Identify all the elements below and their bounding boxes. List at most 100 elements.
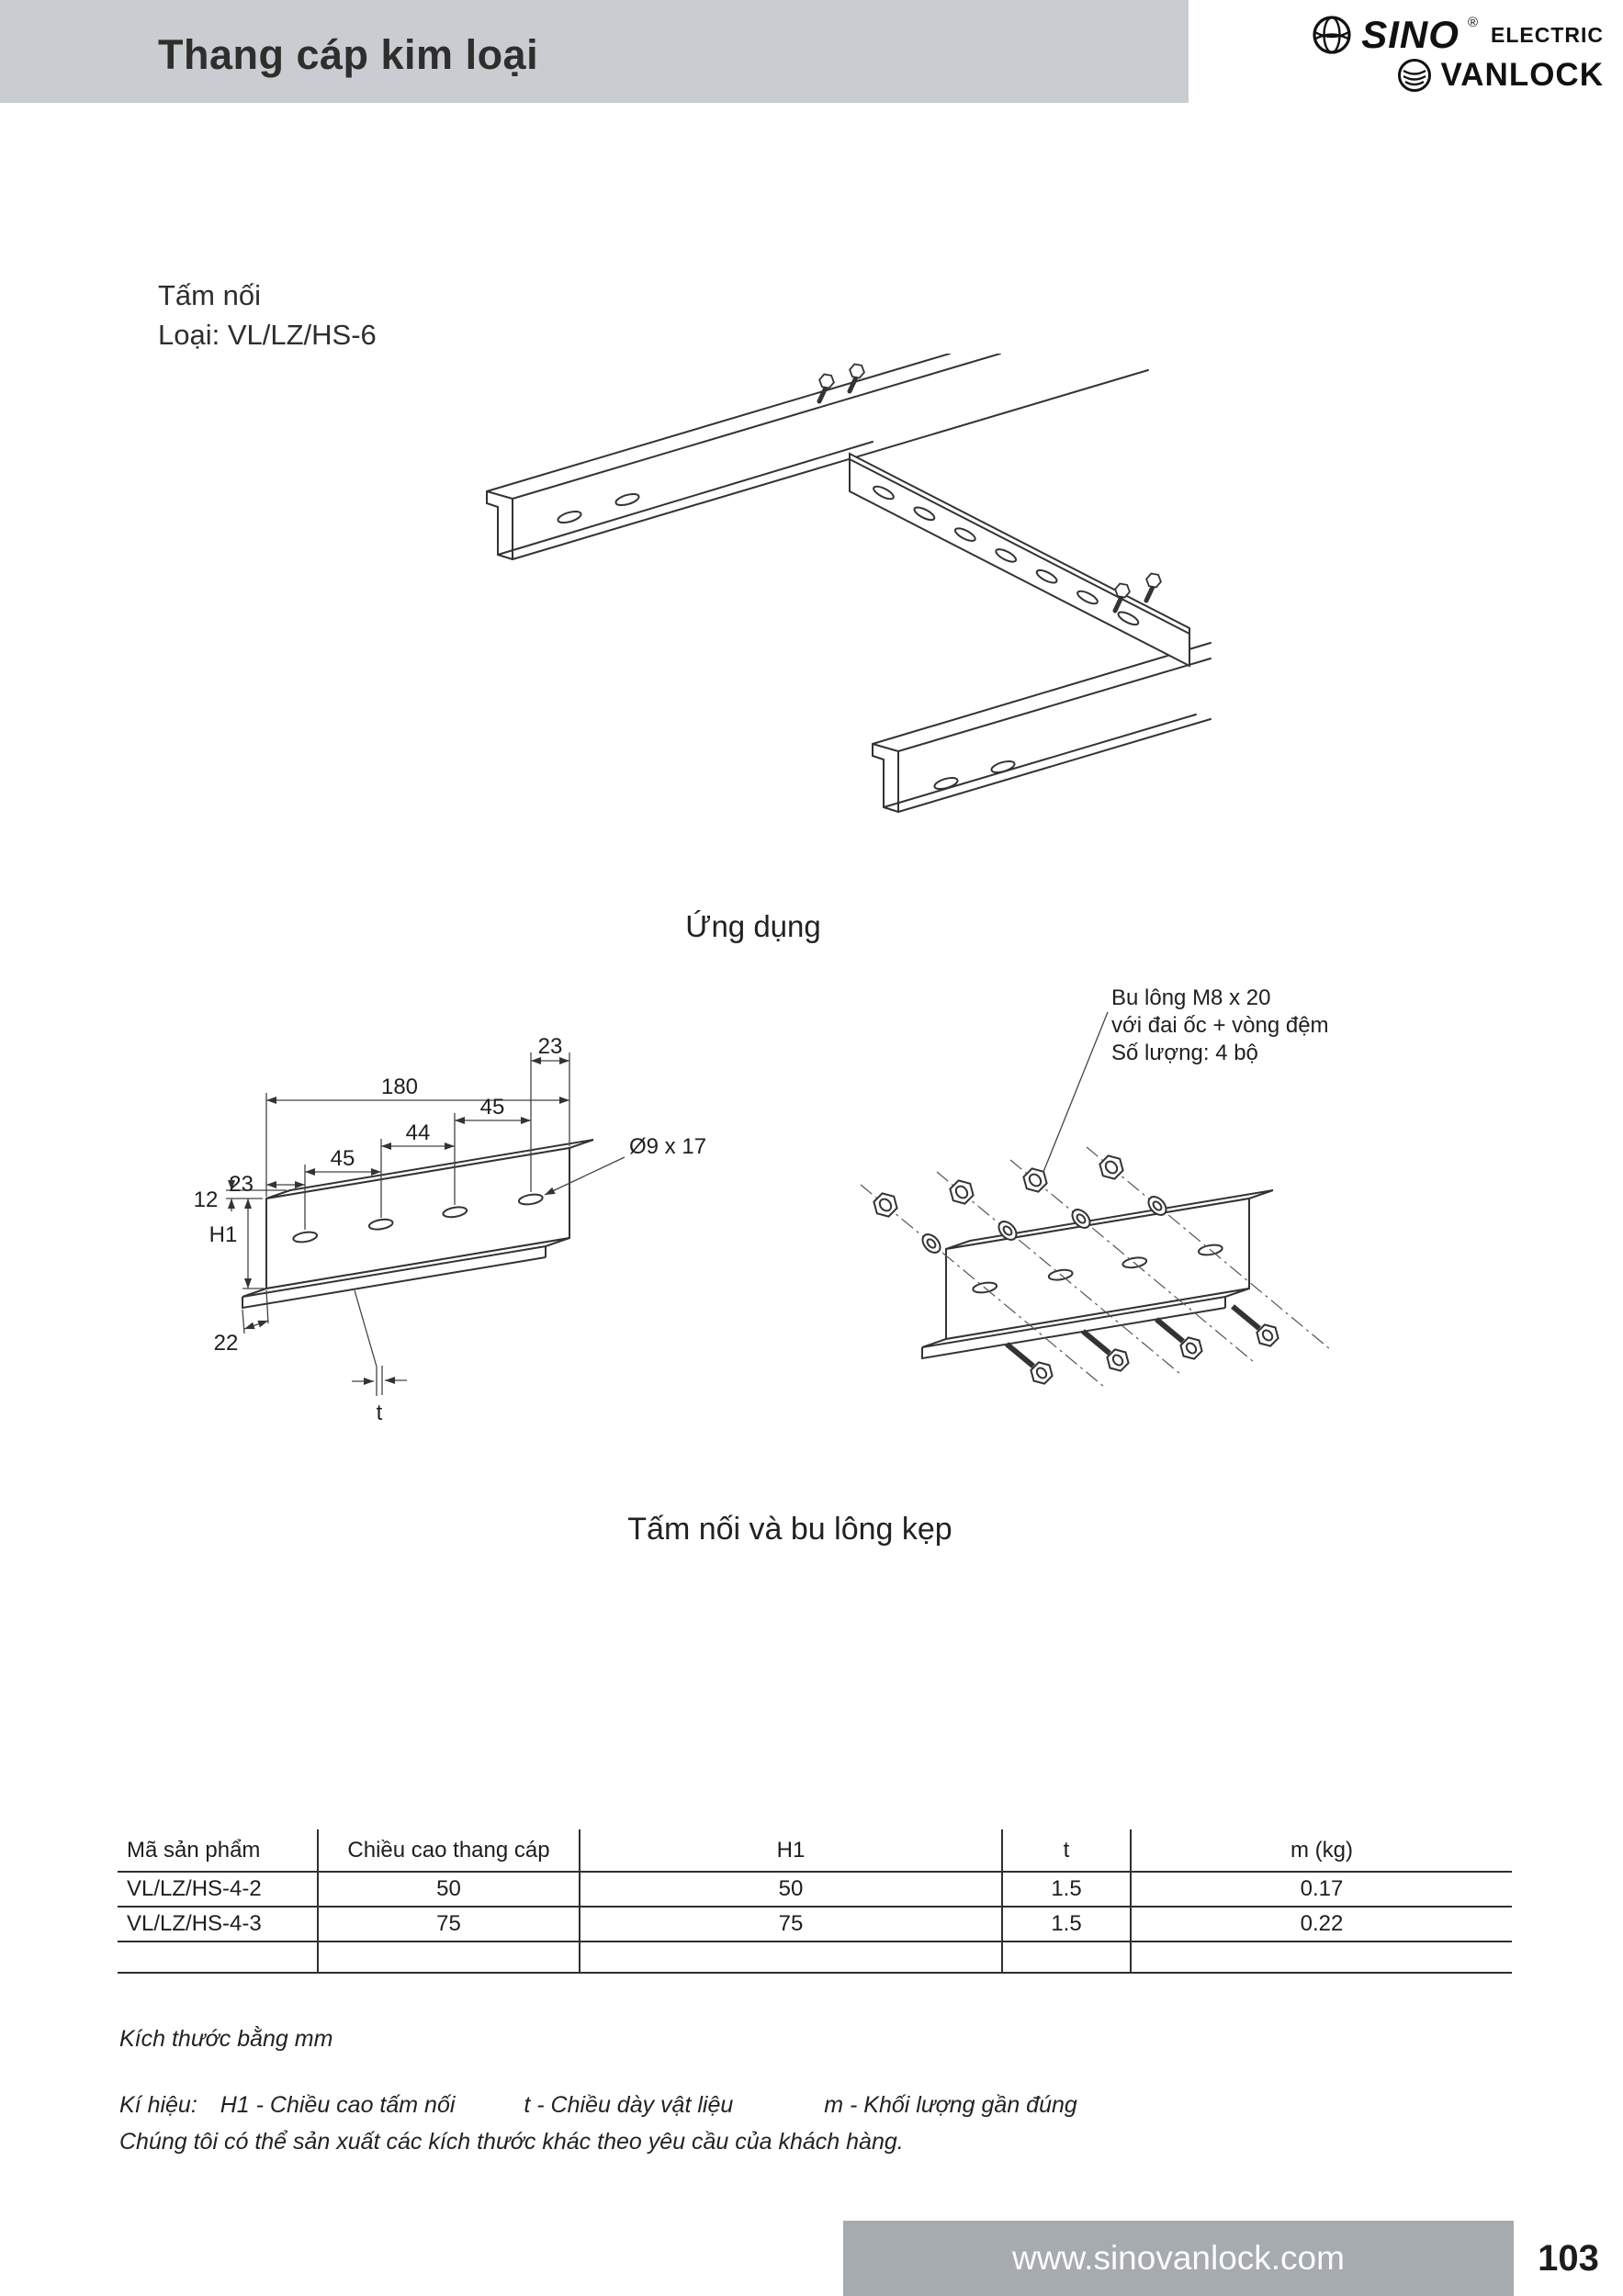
washer-icon [1071, 1209, 1091, 1229]
dimension-lines [226, 1052, 626, 1396]
column-header-ladder-height: Chiều cao thang cáp [318, 1829, 580, 1873]
application-drawing-svg [486, 353, 1212, 813]
cell-h1: 75 [580, 1907, 1003, 1942]
product-name: Tấm nối [158, 279, 261, 311]
nut-icon [1099, 1154, 1124, 1180]
note-units: Kích thước bằng mm [119, 2026, 333, 2052]
column-header-t: t [1002, 1829, 1132, 1873]
connector-plate [921, 1189, 1274, 1360]
bolt-note: Bu lông M8 x 20 với đai ốc + vòng đệm Số… [1111, 985, 1329, 1065]
bolt-note-line1: Bu lông M8 x 20 [1111, 985, 1270, 1010]
spec-table: Mã sản phẩm Chiều cao thang cáp H1 t m (… [118, 1829, 1512, 1974]
dim-label-180: 180 [381, 1075, 418, 1099]
globe-icon [1313, 16, 1351, 54]
dim-label-45-right: 45 [480, 1095, 505, 1120]
nut-icon [949, 1179, 975, 1205]
dim-label-t: t [377, 1401, 383, 1425]
cell-mass: 0.17 [1131, 1872, 1512, 1908]
dim-label-12: 12 [194, 1187, 219, 1212]
washer-icon [997, 1221, 1018, 1241]
ladder-rail-bottom [872, 642, 1212, 813]
bolt-note-line3: Số lượng: 4 bộ [1111, 1041, 1258, 1065]
application-drawing [432, 353, 1212, 905]
vanlock-wordmark: VANLOCK [1440, 57, 1604, 93]
legend-h1: H1 - Chiều cao tấm nối [220, 2092, 456, 2118]
cell-code [118, 1941, 319, 1974]
dim-label-h1: H1 [209, 1222, 238, 1247]
bolt-icon [1005, 1342, 1054, 1385]
dim-label-hole: Ø9 x 17 [629, 1134, 706, 1159]
bolt-note-line2: với đai ốc + vòng đệm [1111, 1013, 1329, 1038]
product-subtitle: Tấm nối Loại: VL/LZ/HS-6 [158, 276, 377, 355]
exploded-drawing-svg: Bu lông M8 x 20 với đai ốc + vòng đệm Số… [860, 985, 1331, 1388]
vanlock-logo: VANLOCK [1231, 57, 1604, 94]
ladder-rail-top [486, 353, 1149, 560]
hex-nuts [873, 1154, 1124, 1218]
bolt-icon [847, 363, 865, 394]
website-text: www.sinovanlock.com [1012, 2239, 1345, 2277]
cell-ladder-height [318, 1941, 580, 1974]
bolt-icon [1231, 1304, 1279, 1347]
caption-assembly: Tấm nối và bu lông kẹp [627, 1512, 952, 1547]
sino-wordmark: SINO [1361, 13, 1460, 56]
nut-icon [873, 1192, 898, 1218]
dimension-drawing-svg: 23 45 44 180 45 23 Ø9 x 17 12 H1 22 t [194, 1034, 706, 1425]
product-type: Loại: VL/LZ/HS-6 [158, 319, 377, 351]
page-title: Thang cáp kim loại [158, 31, 539, 78]
cell-mass [1131, 1941, 1512, 1974]
connector-strap [849, 452, 1190, 668]
legend-prefix: Kí hiệu: [119, 2092, 197, 2118]
table-header-row: Mã sản phẩm Chiều cao thang cáp H1 t m (… [118, 1829, 1512, 1873]
cell-code: VL/LZ/HS-4-2 [118, 1872, 319, 1908]
table-row-empty [118, 1941, 1512, 1974]
header-bar [0, 0, 1189, 103]
dim-label-23-left: 23 [229, 1172, 254, 1197]
bolt-icon [1081, 1329, 1130, 1372]
bolt-icon [1155, 1317, 1203, 1360]
electric-wordmark: ELECTRIC [1491, 22, 1604, 47]
bolt-icon [817, 373, 835, 404]
cell-t: 1.5 [1002, 1872, 1132, 1908]
legend-m: m - Khối lượng gần đúng [824, 2092, 1077, 2118]
column-header-h1: H1 [580, 1829, 1003, 1873]
dim-label-22: 22 [214, 1331, 239, 1356]
note-custom: Chúng tôi có thể sản xuất các kích thước… [119, 2129, 904, 2155]
plate-holes [292, 1193, 544, 1244]
caption-application: Ứng dụng [685, 909, 821, 943]
cell-code: VL/LZ/HS-4-3 [118, 1907, 319, 1942]
cell-mass: 0.22 [1131, 1907, 1512, 1942]
registered-mark: ® [1467, 14, 1478, 30]
cell-t: 1.5 [1002, 1907, 1132, 1942]
dim-label-44: 44 [406, 1120, 431, 1145]
cell-h1 [580, 1941, 1003, 1974]
nut-icon [1022, 1167, 1048, 1193]
cell-t [1002, 1941, 1132, 1974]
legend-t: t - Chiều dày vật liệu [524, 2092, 734, 2118]
dim-label-45-left: 45 [331, 1146, 355, 1171]
vanlock-emblem-icon [1397, 59, 1431, 92]
note-legend: Kí hiệu: H1 - Chiều cao tấm nối t - Chiề… [119, 2092, 1077, 2119]
bolt-icon [1144, 572, 1162, 603]
washer-icon [921, 1233, 941, 1254]
cell-h1: 50 [580, 1872, 1003, 1908]
washer-icon [1147, 1196, 1167, 1216]
bolt-note-leader [1043, 1011, 1109, 1173]
table-row: VL/LZ/HS-4-2 50 50 1.5 0.17 [118, 1872, 1512, 1908]
hex-bolts [1005, 1304, 1279, 1385]
column-header-code: Mã sản phẩm [118, 1829, 319, 1873]
cell-ladder-height: 75 [318, 1907, 580, 1942]
page-number: 103 [1538, 2238, 1599, 2279]
bolt-icon [1112, 582, 1131, 613]
dimension-drawing: 23 45 44 180 45 23 Ø9 x 17 12 H1 22 t [165, 1001, 726, 1451]
dimension-labels: 23 45 44 180 45 23 Ø9 x 17 12 H1 22 t [194, 1034, 706, 1425]
cell-ladder-height: 50 [318, 1872, 580, 1908]
sino-electric-logo: SINO ® ELECTRIC [1231, 13, 1604, 57]
dim-label-23-top-right: 23 [538, 1034, 563, 1059]
washers [921, 1196, 1167, 1254]
connector-plate [242, 1139, 594, 1310]
footer-bar: www.sinovanlock.com [843, 2221, 1514, 2296]
column-header-mass: m (kg) [1131, 1829, 1512, 1873]
table-row: VL/LZ/HS-4-3 75 75 1.5 0.22 [118, 1907, 1512, 1942]
exploded-drawing: Bu lông M8 x 20 với đai ốc + vòng đệm Số… [808, 974, 1433, 1451]
